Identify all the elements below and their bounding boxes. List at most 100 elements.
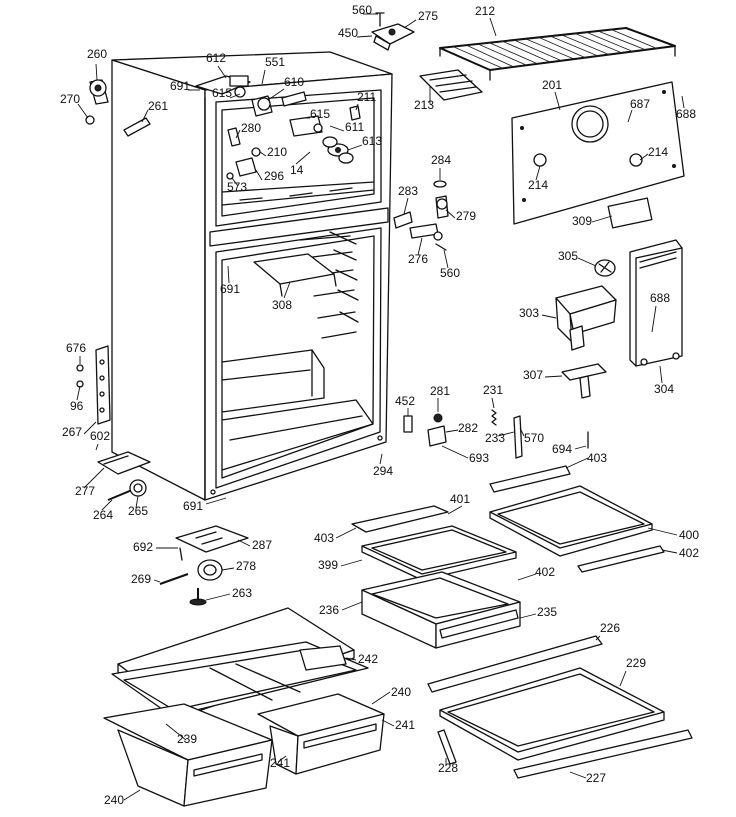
part-label-14: 14 [290,163,304,177]
leveling-bracket-277 [97,451,151,475]
part-label-281: 281 [430,384,450,398]
label-309 [607,197,653,229]
part-label-280: 280 [241,121,261,135]
control-cluster [195,75,361,180]
ice-tray-213 [419,69,483,101]
part-label-611: 611 [345,120,364,134]
part-label-602: 602 [90,429,110,443]
part-label-240: 240 [391,685,411,699]
part-label-269: 269 [131,572,151,586]
part-label-227: 227 [586,771,606,785]
bracket-283 [393,211,413,229]
part-label-401: 401 [450,492,470,506]
part-label-282: 282 [458,421,478,435]
shelf-rail-227 [513,729,693,779]
part-label-560: 560 [440,266,460,280]
part-label-212: 212 [475,4,495,18]
part-label-303: 303 [519,306,539,320]
part-label-231: 231 [483,383,503,397]
part-label-613: 613 [362,134,382,148]
part-label-241: 241 [270,756,290,770]
part-label-279: 279 [456,209,476,223]
crisper-drawer-240-left [103,703,273,807]
part-label-201: 201 [542,78,562,92]
part-label-400: 400 [679,528,699,542]
part-label-570: 570 [524,431,544,445]
bracket-287 [175,525,249,561]
wire-shelf-212 [439,27,676,81]
part-label-242: 242 [358,652,378,666]
evaporator-cover-201 [511,81,685,225]
part-label-263: 263 [232,586,252,600]
crisper-drawer-241-right [257,693,385,775]
part-label-573: 573 [227,180,247,194]
damper-parts [433,180,449,219]
part-label-210: 210 [267,145,287,159]
part-label-612: 612 [206,51,226,65]
part-label-270: 270 [60,92,80,106]
part-label-294: 294 [373,464,393,478]
part-label-693: 693 [469,451,489,465]
part-label-277: 277 [75,484,95,498]
part-label-239: 239 [177,732,197,746]
part-label-214: 214 [528,178,548,192]
part-label-676: 676 [66,341,86,355]
part-label-213: 213 [414,98,434,112]
part-label-283: 283 [398,184,418,198]
part-label-267: 267 [62,425,82,439]
part-label-307: 307 [523,368,543,382]
part-281 [433,413,443,423]
part-label-551: 551 [265,55,285,69]
knob-305 [594,259,616,277]
spring-231 [491,409,497,426]
screw-560 [375,12,385,27]
part-label-399: 399 [318,558,338,572]
hinge-260 [85,79,109,125]
part-label-691: 691 [183,499,203,513]
part-label-240: 240 [104,793,124,807]
part-label-229: 229 [626,656,646,670]
part-label-403: 403 [314,531,334,545]
part-label-228: 228 [438,761,458,775]
leader-lines [76,13,685,801]
part-label-261: 261 [148,99,168,113]
shelf-frame-228 [437,729,457,765]
part-label-615: 615 [310,107,330,121]
part-label-402: 402 [679,546,699,560]
part-452 [403,415,413,433]
part-label-226: 226 [600,621,620,635]
shelf-rail-403a [489,465,571,493]
part-label-304: 304 [654,382,674,396]
part-label-694: 694 [552,442,572,456]
part-label-235: 235 [537,605,557,619]
part-label-278: 278 [236,559,256,573]
handle-261 [123,117,151,137]
part-label-688: 688 [650,291,670,305]
hinge-282 [427,425,447,447]
rail-233 [513,415,523,459]
part-label-403: 403 [587,451,607,465]
glass-shelf-229 [439,667,665,761]
part-label-236: 236 [319,603,339,617]
part-label-275: 275 [418,9,438,23]
air-duct-304 [629,239,683,367]
roller-265 [107,479,147,501]
shelf-rail-226 [427,635,603,693]
part-label-284: 284 [431,153,451,167]
hinge-276 [409,223,447,251]
shelf-rail-402 [577,545,665,573]
part-label-691: 691 [170,79,190,93]
part-label-305: 305 [558,249,578,263]
bracket-307 [561,363,607,399]
part-label-233: 233 [485,431,505,445]
part-label-241: 241 [395,718,415,732]
part-label-610: 610 [284,75,304,89]
cabinet [111,51,393,501]
crisper-pan-236 [361,571,521,649]
cover-frame-239 [111,641,369,717]
part-label-402: 402 [535,565,555,579]
part-label-260: 260 [87,47,107,61]
part-label-615: 615 [212,86,232,100]
part-label-308: 308 [272,298,292,312]
